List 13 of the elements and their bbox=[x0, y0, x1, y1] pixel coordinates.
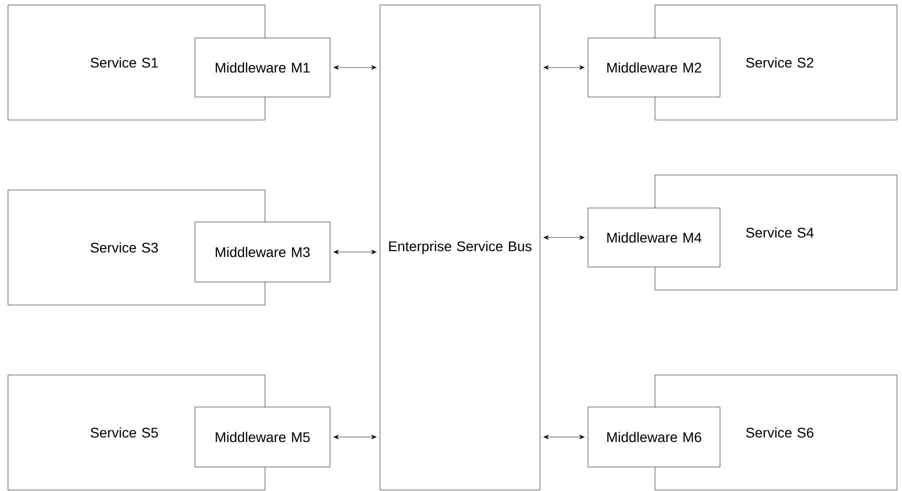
bus-box: Enterprise Service Bus bbox=[380, 4, 540, 490]
arrow bbox=[544, 235, 584, 240]
middleware-box: Middleware M4 bbox=[588, 208, 720, 268]
arrow bbox=[334, 434, 376, 440]
middleware-box: Middleware M2 bbox=[588, 38, 720, 98]
arrow bbox=[334, 65, 376, 70]
arrow bbox=[544, 434, 584, 440]
middleware-box: Middleware M6 bbox=[588, 406, 720, 468]
arrow bbox=[544, 65, 584, 70]
arrow bbox=[334, 250, 376, 254]
middleware-box: Middleware M3 bbox=[194, 222, 330, 282]
middleware-box: Middleware M1 bbox=[194, 38, 330, 98]
middleware-box: Middleware M5 bbox=[194, 406, 330, 468]
